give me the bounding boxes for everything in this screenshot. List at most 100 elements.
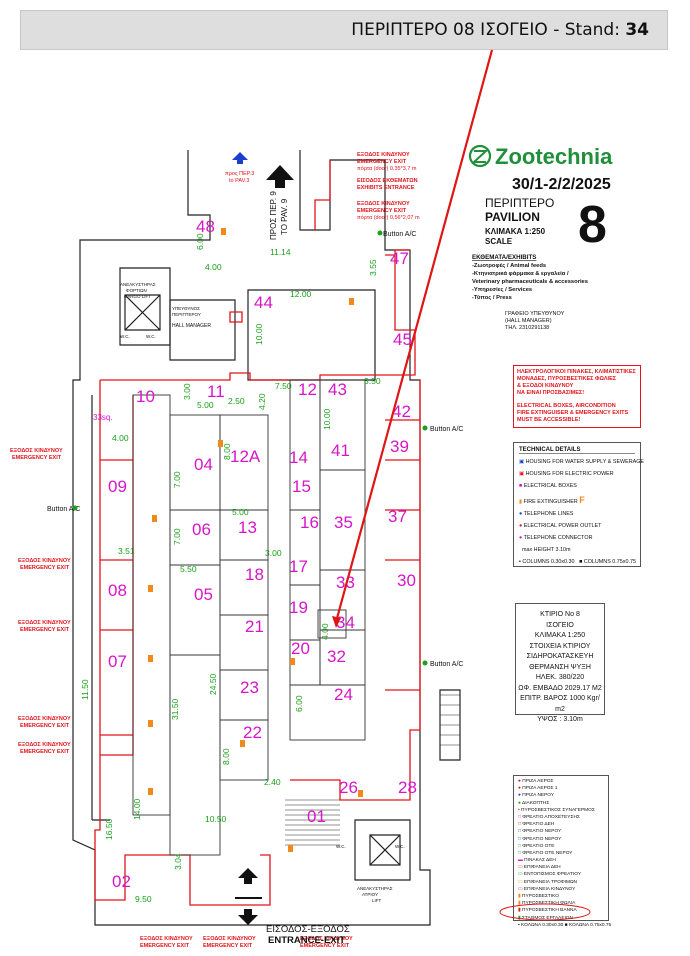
dimension-label: 4.20 (257, 393, 267, 410)
legend-label: ΔΙΑΚΟΠΤΗΣ (521, 800, 550, 806)
legend-icon: ▪ (518, 807, 520, 813)
dimension-label: 7.00 (172, 528, 182, 545)
stand-number: 33 (336, 573, 355, 592)
legend-item: □ ΦΡΕΑΤΙΟ ΝΕΡΟΥ (518, 837, 604, 842)
tech-item: ▣ HOUSING FOR ELECTRIC POWER (519, 471, 635, 477)
tech-item: ● TELEPHONE LINES (519, 511, 635, 517)
exit-callouts: ΕΞΟΔΟΣ ΚΙΝΔΥΝΟΥ EMERGENCY EXIT πόρτα (do… (10, 152, 420, 949)
legend-icon: ▭ (518, 865, 523, 871)
stand-number: 39 (390, 437, 409, 456)
tech-item-label: TELEPHONE LINES (523, 511, 574, 517)
manager-label: HALL MANAGER (172, 323, 211, 329)
legend-icon: ▭ (518, 872, 523, 878)
button-ac-label: Button A/C (430, 661, 463, 668)
to-pav3-label: to PAV.3 (229, 178, 249, 184)
stand-number: 24 (334, 685, 353, 704)
legend-item: □ ΦΡΕΑΤΙΟ ΑΠΟΧΕΤΕΥΣΗΣ (518, 815, 604, 820)
banner-stand-number: 34 (625, 20, 649, 40)
cargo-lift-label: CARGO LIFT (124, 294, 151, 299)
exit-label: ΕΞΟΔΟΣ ΚΙΝΔΥΝΟΥ (357, 201, 410, 207)
dimension-label: 8.00 (222, 443, 232, 460)
stand-number: 45 (393, 330, 412, 349)
dimension-label: 4.00 (112, 433, 129, 443)
emergency-exit-label: EMERGENCY EXIT (20, 723, 70, 729)
building-info-line: ΚΤΙΡΙΟ No 8 (540, 611, 580, 618)
banner-prefix: ΠΕΡΙΠΤΕΡΟ 08 ΙΣΟΓΕΙΟ - Stand: (351, 20, 626, 40)
stand-number: 35 (334, 513, 353, 532)
stand-number: 11 (207, 382, 225, 401)
emergency-exit-label: EMERGENCY EXIT (12, 455, 62, 461)
dimension-label: 6.00 (195, 233, 205, 250)
entrance-exit-label: ΕΙΣΟΔΟΣ-ΕΞΟΔΟΣ (266, 924, 350, 935)
stand-number: 37 (388, 507, 407, 526)
exhibit-item: -Υπηρεσίες / Services (472, 287, 532, 293)
tech-item: max HEIGHT 3.10m (519, 547, 635, 553)
plan-labels: ΠΡΟΣ ΠΕΡ. 9 TO PAV. 9 Button A/C Button … (47, 191, 463, 946)
building-info-line: ΙΣΟΓΕΙΟ (546, 621, 574, 629)
exit-label: ΕΞΟΔΟΣ ΚΙΝΔΥΝΟΥ (357, 152, 410, 158)
stand-number: 12A (230, 447, 261, 466)
stand-number: 28 (398, 778, 417, 797)
legend-icon: ▬ (518, 858, 523, 864)
emergency-exit-label: ΕΞΟΔΟΣ ΚΙΝΔΥΝΟΥ (300, 936, 353, 942)
stand-number: 20 (291, 639, 310, 658)
legend-item: □ ΦΡΕΑΤΙΟ ΔΕΗ (518, 822, 604, 827)
legend-label: ΣΤΑΘΜΟΣ ΕΡΓΑΛΕΙΩΝ (521, 915, 573, 921)
legend-label: ΦΡΕΑΤΙΟ ΟΤΕ (522, 843, 555, 849)
legend-item: ▭ ΕΠΙΦΑΝΕΙΑ ΤΡΟΦΙΜΩΝ (518, 880, 604, 885)
stand-number: 04 (194, 455, 213, 474)
legend-item: ● ΠΡΙΖΑ ΑΕΡΟΣ 1 (518, 786, 604, 791)
legend-item: ▭ ΕΠΙΦΑΝΕΙΑ ΚΙΝΔΥΝΟΥ (518, 887, 604, 892)
legend-icon: ▭ (518, 879, 523, 885)
exhibit-item: -Ζωοτροφές / Animal feeds (472, 263, 546, 269)
stand-number: 34 (336, 613, 355, 632)
telephone-connector-icon: ● (519, 535, 523, 541)
dimension-label: 5.50 (180, 564, 197, 574)
legend-label: ΚΟΛΩΝΑ 0.30x0.30 (521, 922, 564, 928)
dimension-label: 7.50 (275, 381, 292, 391)
stand-number: 17 (289, 557, 308, 576)
warning-line: & ΕΞΟΔΟΙ ΚΙΝΔΥΝΟΥ (517, 383, 574, 389)
event-dates: 30/1-2/2/2025 (512, 176, 611, 193)
dimension-label: 3.04 (173, 853, 183, 870)
dimension-label: 14.00 (132, 798, 142, 820)
stand-number: 08 (108, 581, 127, 600)
entrance-up-arrow-icon (238, 868, 258, 884)
tech-item: ● ELECTRICAL POWER OUTLET (519, 523, 635, 529)
legend-icon: ▮ (518, 915, 521, 921)
ac-buttons (72, 230, 428, 666)
scale-label-gr: ΚΛΙΜΑΚΑ 1:250 (485, 227, 546, 236)
warning-line: ELECTRICAL BOXES, AIRCONDITION (517, 403, 616, 409)
legend-icon: □ (518, 843, 521, 849)
stand-number: 30 (397, 571, 416, 590)
exit-door-size: πόρτα (door) 0,35*3,7 m (357, 165, 417, 172)
stairs (285, 694, 460, 846)
dimension-label: 9.50 (135, 894, 152, 904)
building-info-line: ΣΤΟΙΧΕΙΑ ΚΤΙΡΙΟΥ (529, 642, 591, 650)
legend-icon: □ (518, 829, 521, 835)
dimension-label: 3.00 (182, 383, 192, 400)
tech-item-label: TELEPHONE CONNECTOR (523, 535, 593, 541)
fire-extinguisher-f-icon: F (579, 495, 585, 505)
tech-item: ■ ELECTRICAL BOXES (519, 483, 635, 489)
stand-number: 22 (243, 723, 262, 742)
tech-columns: ▪ COLUMNS 0.30x0.30 ■ COLUMNS 0.75x0.75 (519, 559, 636, 565)
exhibits-entrance-label: ΕΙΣΟΔΟΣ ΕΚΘΕΜΑΤΩΝ (357, 178, 418, 184)
to-pav9-label: ΠΡΟΣ ΠΕΡ. 9 (269, 191, 278, 240)
exhibit-item: -Τύπος / Press (472, 295, 512, 301)
legend-item: ▮ ΣΤΑΘΜΟΣ ΕΡΓΑΛΕΙΩΝ (518, 916, 604, 921)
dimension-label: 11.14 (270, 247, 291, 257)
stand-number: 12 (298, 380, 317, 399)
legend-label: ΚΟΛΩΝΑ 0.75x0.75 (568, 922, 612, 928)
building-info-line: ΥΨΟΣ : 3.10m (537, 716, 583, 723)
dimension-label: 10.00 (322, 408, 332, 430)
exit-door-size: πόρτα (door) 0,56*2,07 m (357, 214, 420, 221)
accessibility-warning: ΗΛΕΚΤΡΟΛΟΓΙΚΟΙ ΠΙΝΑΚΕΣ, ΚΛΙΜΑΤΙΣΤΙΚΕΣ ΜΟ… (513, 365, 641, 428)
building-info-line: ΕΠΙΤΡ. ΒΑΡΟΣ 1000 Kgr/ m2 (520, 695, 600, 713)
legend-label: ΠΥΡΟΣΒΕΣΤΙΚΟ (521, 894, 559, 899)
tech-item: ● TELEPHONE CONNECTOR (519, 535, 635, 541)
atrium-lift-label: ΑΝΕΛΚΥΣΤΗΡΑΣ (357, 886, 393, 891)
building-info-line: ΘΕΡΜΑΝΣΗ ΨΥΞΗ (529, 663, 591, 671)
manager-label: ΠΕΡΙΠΤΕΡΟΥ (172, 312, 201, 317)
zootechnia-logo: Zootechnia (468, 144, 613, 169)
